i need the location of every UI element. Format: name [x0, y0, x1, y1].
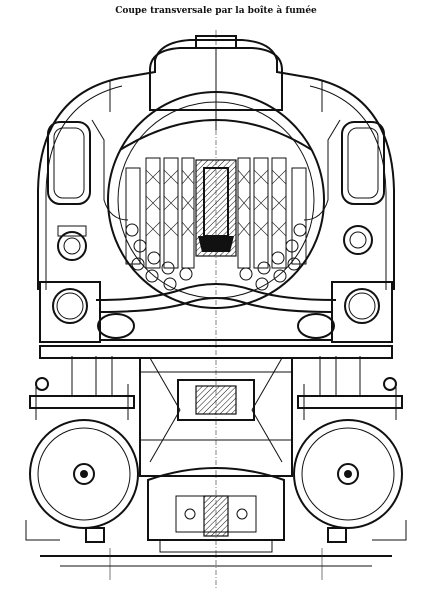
- main-frame: [39, 345, 393, 359]
- superheater-elements-right: [237, 157, 287, 269]
- boiler-tubes: [125, 223, 307, 291]
- right-air-pump: [343, 225, 373, 255]
- right-window: [341, 121, 385, 205]
- bogie-frame: [147, 467, 285, 541]
- right-spring-gear: [297, 395, 403, 409]
- left-cylinder: [39, 281, 101, 343]
- right-wheel: [293, 419, 403, 529]
- left-wheel: [29, 419, 139, 529]
- superheater-elements-left: [145, 157, 195, 269]
- left-feed-pump: [57, 225, 87, 261]
- left-spring-gear: [29, 395, 135, 409]
- right-cylinder: [331, 281, 393, 343]
- body-outline: [37, 39, 395, 290]
- saddle: [95, 283, 337, 301]
- diagram-title: Coupe transversale par la boîte à fumée: [115, 6, 317, 16]
- left-valve-chest: [97, 313, 135, 339]
- right-valve-chest: [297, 313, 335, 339]
- smokebox-shell: [107, 91, 325, 309]
- left-window: [47, 121, 91, 205]
